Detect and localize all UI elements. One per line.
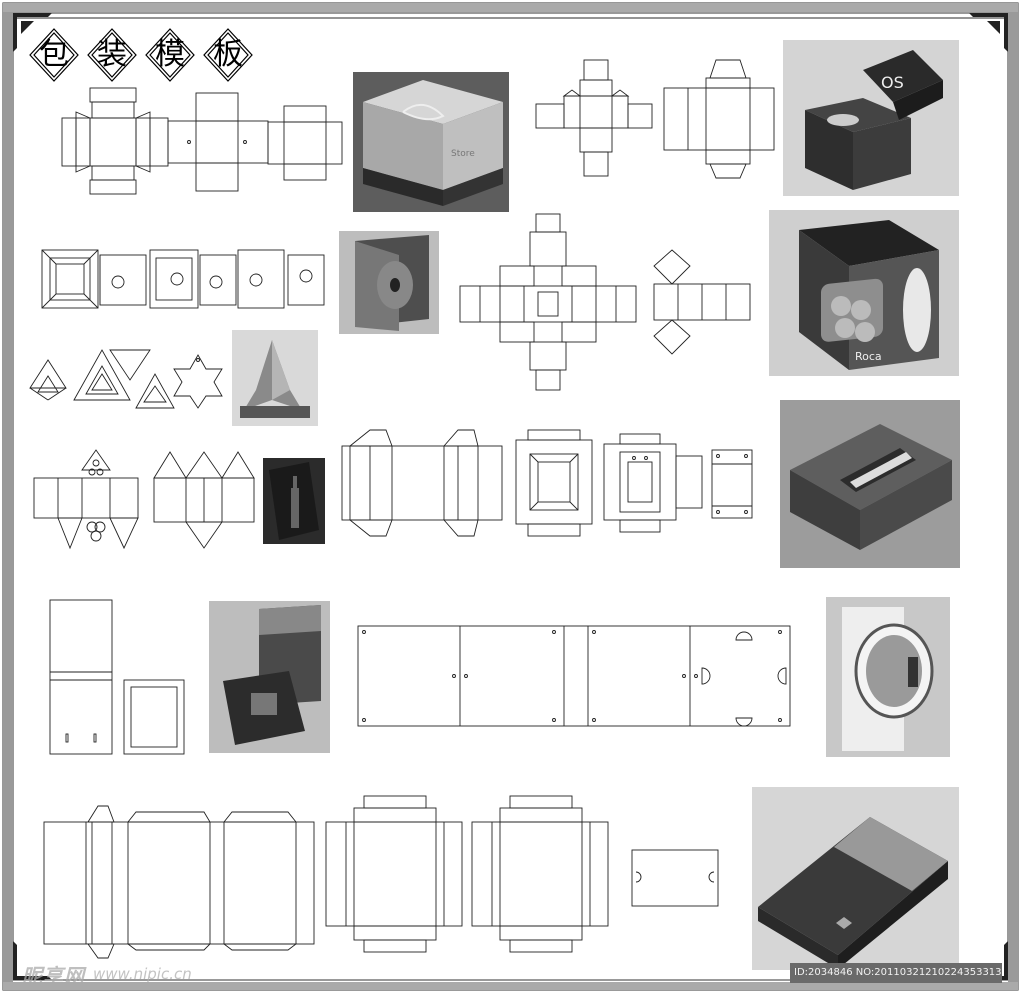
dieline-frame-card (123, 679, 185, 755)
photo-gift-box (752, 787, 959, 970)
watermark-brand: 昵享网 (22, 964, 85, 988)
photo-star-box (232, 330, 318, 426)
dieline-star (173, 354, 223, 409)
dieline-triangle-3 (135, 373, 175, 409)
dieline-box-cross-2 (167, 92, 269, 192)
dieline-box-cross-5 (459, 213, 637, 391)
dieline-long-panel (357, 625, 791, 727)
dieline-box-cross-1 (61, 87, 169, 195)
title-char-4: 板 (213, 37, 243, 72)
dieline-folder (49, 599, 113, 755)
photo-clock-box (826, 597, 950, 757)
photo-folder-box (209, 601, 330, 753)
corner-ornament-top-right (969, 13, 1008, 52)
dieline-tray-3 (325, 795, 463, 953)
dieline-box-hexagon (653, 249, 751, 355)
photo-roca-label: Roca (855, 350, 882, 363)
page-title: 包 装 模 板 (28, 27, 260, 83)
dieline-tray-2 (603, 433, 703, 533)
title-char-3: 模 (155, 37, 185, 72)
dieline-card-2 (631, 849, 719, 907)
dieline-box-tall (663, 59, 775, 179)
dieline-strip-1 (41, 249, 325, 309)
photo-cd-box (339, 231, 439, 334)
photo-os-box: OS (783, 40, 959, 196)
title-char-1: 包 (39, 37, 69, 72)
dieline-strip-3 (43, 805, 315, 959)
title-char-2: 装 (97, 37, 127, 72)
dieline-triangle-1 (29, 359, 67, 401)
photo-store-label: Store (451, 149, 475, 159)
dieline-box-cross-4 (535, 59, 653, 177)
corner-ornament-top-left (13, 13, 52, 52)
photo-os-label: OS (881, 73, 904, 92)
photo-roca-box: Roca (769, 210, 959, 376)
watermark-url: www.nipic.cn (93, 965, 192, 983)
image-id-bar: ID:2034846 NO:20110321210224353313 (790, 963, 1002, 983)
corner-ornament-bottom-left (13, 941, 52, 980)
dieline-tray-4 (471, 795, 609, 953)
photo-knife-box (780, 400, 960, 568)
photo-store-box: Store (353, 72, 509, 212)
dieline-card-1 (711, 449, 753, 519)
dieline-strip-2 (341, 429, 503, 537)
dieline-bottle-box-1 (33, 449, 139, 550)
dieline-triangle-2 (73, 349, 151, 401)
dieline-tray-1 (515, 429, 593, 537)
dieline-bottle-box-2 (153, 451, 255, 549)
photo-wine-box (263, 458, 325, 544)
dieline-box-cross-3 (267, 105, 343, 181)
